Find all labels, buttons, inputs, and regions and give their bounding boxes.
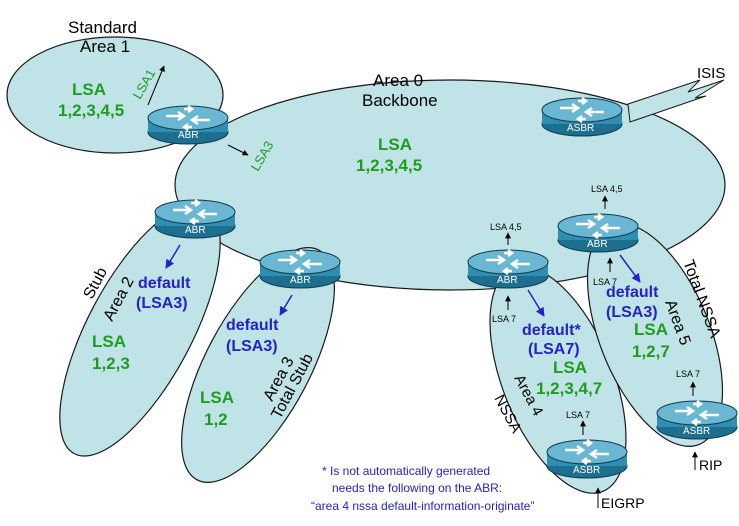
area2-default-line2: (LSA3): [136, 295, 188, 312]
area3-default-line1: default: [226, 317, 279, 334]
area5-default-arrow: [619, 254, 641, 283]
area5-lsa-line2: 1,2,7: [632, 342, 670, 361]
area4-default-arrow: [527, 289, 545, 317]
area4-lsa-line1: LSA: [553, 358, 587, 377]
abr-area3-label: ABR: [290, 275, 311, 286]
asbr-area4-label: ASBR: [573, 465, 600, 476]
area2-lsa-line1: LSA: [92, 332, 126, 351]
footnote-line3: “area 4 nssa default-information-origina…: [311, 499, 534, 513]
backbone-lsa-line1: LSA: [378, 135, 412, 154]
backbone-title-line2: Backbone: [362, 91, 438, 110]
lsa1-arrow: [147, 65, 165, 106]
area5-abr-in-label: LSA 7: [593, 277, 617, 287]
area5-default-line1: default: [606, 284, 659, 301]
area1-lsa-line2: 1,2,3,4,5: [58, 101, 124, 120]
area2-default-arrow: [165, 244, 181, 269]
area4-abr-in-label: LSA 7: [492, 314, 516, 324]
area4-external: EIGRP: [601, 495, 645, 511]
area3-default-arrow: [279, 294, 293, 316]
area3-lsa-line2: 1,2: [204, 410, 228, 429]
lsa3-arrow: [227, 144, 249, 156]
area5-external: RIP: [699, 457, 722, 473]
asbr-area5-label: ASBR: [683, 426, 710, 437]
area4-asbr-out-label: LSA 7: [566, 410, 590, 420]
area3-default-line2: (LSA3): [226, 338, 278, 355]
area1-line1: Standard: [68, 18, 137, 37]
backbone-title-line1: Area 0: [373, 71, 423, 90]
footnote-line2: needs the following on the ABR:: [332, 481, 502, 495]
asbr-backbone-label: ASBR: [567, 123, 594, 134]
isis-label: ISIS: [697, 65, 725, 82]
abr-area2-label: ABR: [185, 225, 206, 236]
area1-line2: Area 1: [80, 37, 130, 56]
area1-lsa-line1: LSA: [72, 80, 106, 99]
area4-default-line1: default*: [522, 322, 581, 339]
area2-lsa-line2: 1,2,3: [92, 354, 130, 373]
abr-area1-label: ABR: [178, 130, 199, 141]
backbone-lsa-line2: 1,2,3,4,5: [356, 156, 422, 175]
area4-default-line2: (LSA7): [528, 341, 580, 358]
isis-link: [627, 79, 725, 123]
area3-lsa-line1: LSA: [200, 388, 234, 407]
abr-area5-label: ABR: [587, 239, 608, 250]
area5-abr-up-label: LSA 4,5: [591, 184, 623, 194]
area2-default-line1: default: [138, 275, 191, 292]
area-3: [181, 247, 335, 483]
area5-default-line2: (LSA3): [606, 304, 658, 321]
area5-lsa-line1: LSA: [634, 320, 668, 339]
area5-asbr-out-label: LSA 7: [676, 369, 700, 379]
area4-abr-up-label: LSA 4,5: [490, 222, 522, 232]
area4-lsa-line2: 1,2,3,4,7: [536, 379, 602, 398]
abr-area4-label: ABR: [497, 275, 518, 286]
footnote-line1: * Is not automatically generated: [322, 464, 490, 478]
